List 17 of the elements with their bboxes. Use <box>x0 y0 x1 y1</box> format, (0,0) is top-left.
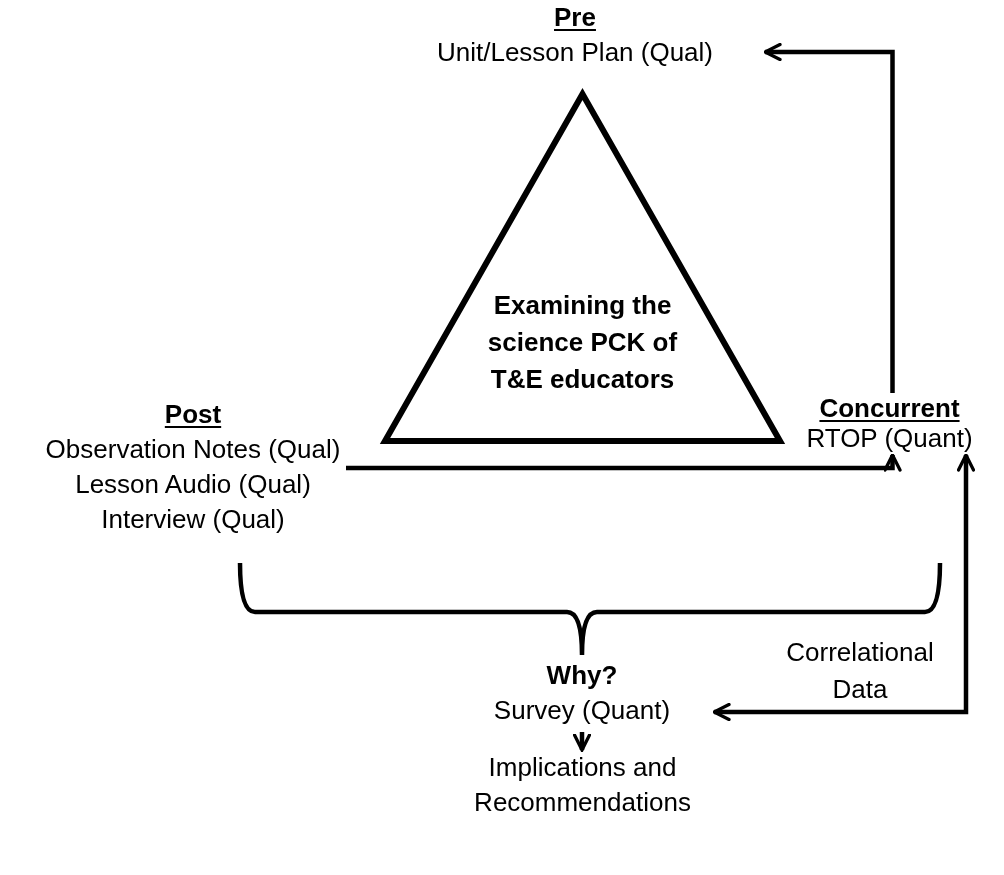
heading-text: Concurrent <box>819 393 960 423</box>
title-text: Examining the science PCK of T&E educators <box>486 289 679 396</box>
triangle-shape <box>380 90 785 446</box>
node-text: RTOP (Quant) <box>806 423 973 453</box>
node-text: Lesson Audio (Qual) <box>75 468 311 501</box>
heading-text: Why? <box>546 659 618 692</box>
arrow <box>346 453 902 472</box>
arrow <box>572 732 592 752</box>
node-text: Survey (Quant) <box>493 694 671 727</box>
node-text: Interview (Qual) <box>101 503 285 536</box>
heading-text: Post <box>164 398 222 431</box>
node-text: Implications and Recommendations <box>473 751 692 819</box>
node-text: Unit/Lesson Plan (Qual) <box>437 36 713 69</box>
node-text: Observation Notes (Qual) <box>45 433 341 466</box>
arrow <box>712 453 976 722</box>
arrow <box>763 42 895 393</box>
heading-text: Pre <box>554 1 596 34</box>
